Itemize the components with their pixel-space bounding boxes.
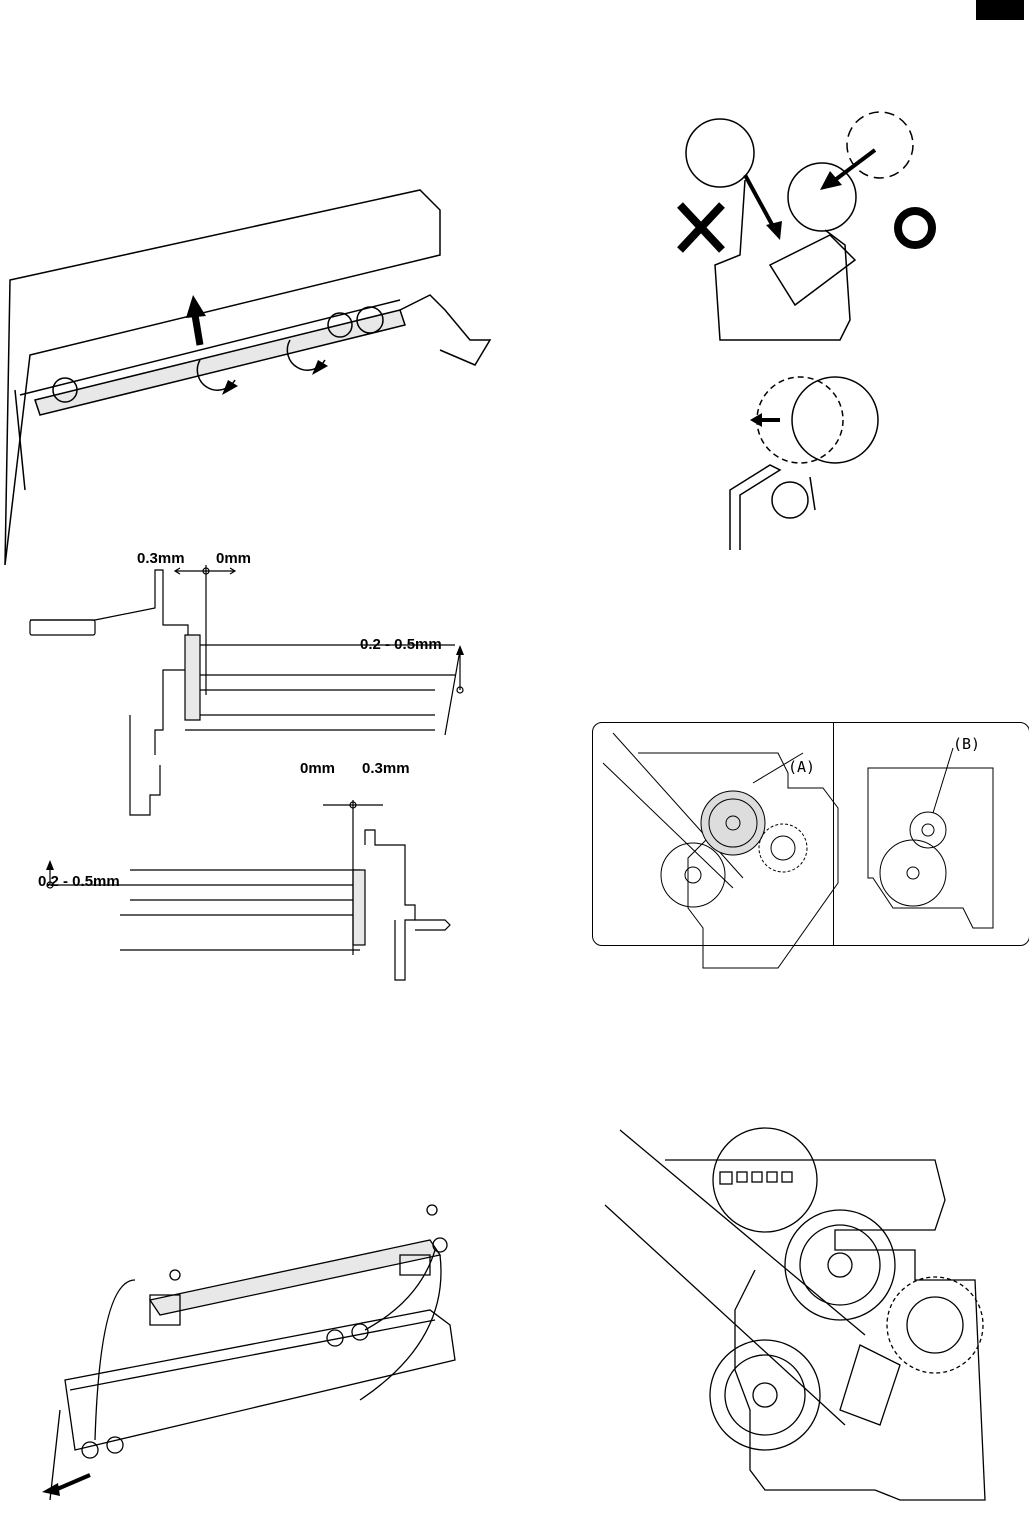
gap-label-right: 0.3mm [362,760,410,777]
gap-label-left: 0.3mm [137,550,185,567]
roller-placement-figure [677,111,936,550]
wrong-mark-icon [677,202,725,253]
label-b: (B) [953,735,981,753]
gear-comparison-panel: (A) (B) [592,722,1029,969]
gap-label-left: 0mm [300,760,336,777]
tilt-label: 0.2 - 0.5mm [38,873,120,890]
gear-detail-figure [604,1127,986,1501]
blade-unit-figure [4,189,492,566]
blade-reassembly-figure [42,1204,456,1501]
tilt-label: 0.2 - 0.5mm [360,636,442,653]
clearance-figure-top [29,565,464,816]
label-a: (A) [788,758,816,776]
clearance-figure-bottom [46,800,451,981]
gap-label-right: 0mm [216,550,252,567]
up-arrow-icon [186,295,206,318]
page-tab-marker [976,0,1024,20]
correct-mark-icon [894,207,936,249]
